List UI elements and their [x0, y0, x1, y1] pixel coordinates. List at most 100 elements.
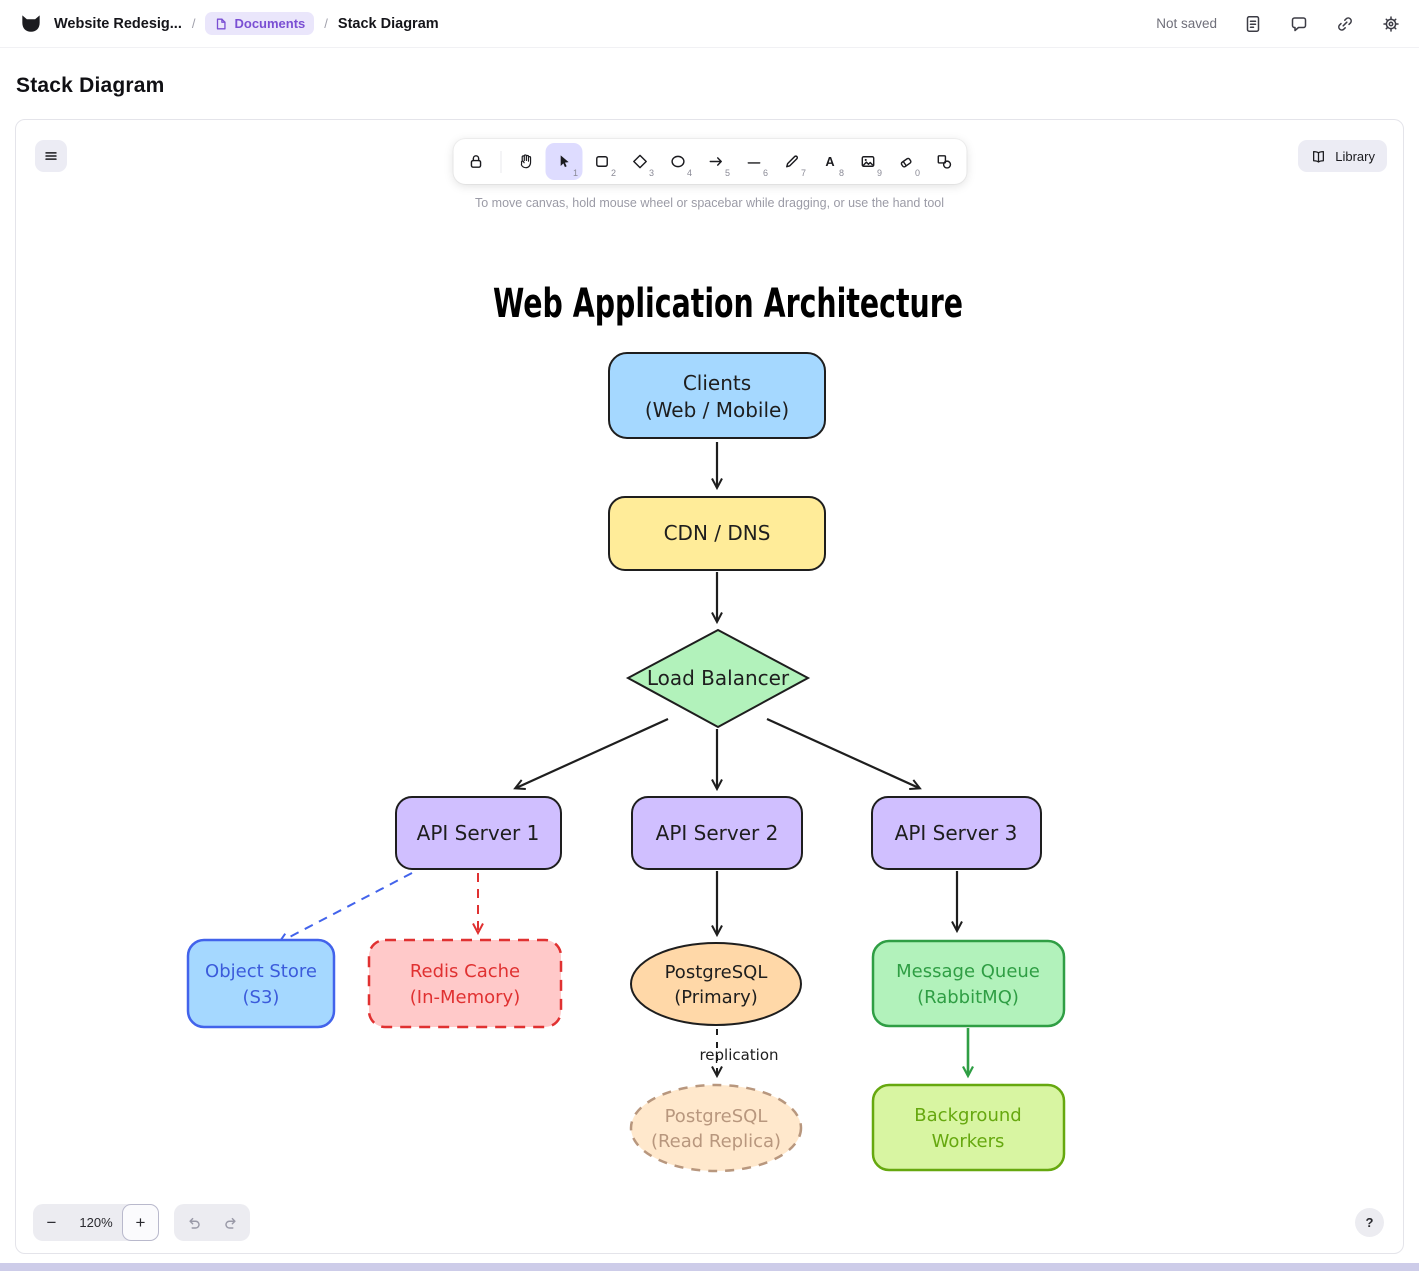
- node-api-server-3[interactable]: API Server 3: [871, 796, 1042, 870]
- menu-button[interactable]: [35, 140, 67, 172]
- postgres-replica-ellipse[interactable]: [629, 1083, 803, 1173]
- svg-text:A: A: [825, 154, 834, 169]
- comments-icon[interactable]: [1289, 14, 1309, 34]
- api2-label: API Server 2: [656, 821, 779, 845]
- tool-rectangle[interactable]: 2: [583, 143, 620, 180]
- tool-shortcut: 1: [572, 168, 578, 178]
- node-object-store[interactable]: Object Store (S3): [186, 938, 336, 1029]
- diamond-icon: [632, 154, 647, 169]
- api1-box[interactable]: [395, 796, 562, 870]
- library-button[interactable]: Library: [1298, 140, 1387, 172]
- clients-label-1: Clients: [683, 371, 751, 395]
- tool-hand[interactable]: [507, 143, 544, 180]
- object-store-label-1: Object Store: [205, 961, 317, 982]
- postgres-primary-ellipse[interactable]: [630, 942, 802, 1026]
- library-book-icon: [1313, 150, 1325, 163]
- node-api-server-2[interactable]: API Server 2: [631, 796, 803, 870]
- node-redis-cache[interactable]: Redis Cache (In-Memory): [367, 938, 563, 1029]
- cdn-label: CDN / DNS: [664, 521, 771, 545]
- node-api-server-1[interactable]: API Server 1: [395, 796, 562, 870]
- diagram-title[interactable]: Web Application Architecture: [493, 281, 963, 327]
- hamburger-icon: [45, 152, 57, 160]
- node-clients[interactable]: Clients (Web / Mobile): [608, 352, 826, 439]
- whiteboard-canvas[interactable]: Web Application Architecture replication…: [15, 119, 1404, 1254]
- text-icon: A: [825, 154, 834, 169]
- object-store-label-2: (S3): [243, 987, 280, 1008]
- redis-label-2: (In-Memory): [410, 987, 520, 1008]
- api2-box[interactable]: [631, 796, 803, 870]
- tool-text[interactable]: A 8: [811, 143, 848, 180]
- zoom-level[interactable]: 120%: [79, 1215, 113, 1230]
- node-message-queue[interactable]: Message Queue (RabbitMQ): [871, 939, 1066, 1028]
- api3-box[interactable]: [871, 796, 1042, 870]
- breadcrumb-project[interactable]: Website Redesig...: [54, 15, 182, 32]
- zoom-out-button[interactable]: −: [33, 1204, 70, 1241]
- cdn-box[interactable]: [608, 496, 826, 571]
- document-panel-icon[interactable]: [1243, 14, 1263, 34]
- settings-gear-icon[interactable]: [1381, 14, 1401, 34]
- tool-image[interactable]: 9: [849, 143, 886, 180]
- node-postgres-replica[interactable]: PostgreSQL (Read Replica): [629, 1083, 803, 1173]
- tool-selection[interactable]: 1: [545, 143, 582, 180]
- diagram-svg[interactable]: Web Application Architecture replication…: [16, 120, 1403, 1253]
- clients-label-2: (Web / Mobile): [645, 398, 789, 422]
- header-actions: Not saved: [1156, 14, 1401, 34]
- more-tools-icon: [937, 155, 951, 169]
- undo-button[interactable]: [174, 1204, 212, 1241]
- arrow-icon: [709, 157, 722, 166]
- redo-button[interactable]: [212, 1204, 250, 1241]
- breadcrumb-documents-badge[interactable]: Documents: [205, 12, 315, 35]
- node-postgres-primary[interactable]: PostgreSQL (Primary): [630, 942, 802, 1026]
- redo-icon: [224, 1217, 236, 1229]
- save-status: Not saved: [1156, 16, 1217, 31]
- tool-toolbar: 1 2 3 4 5 6 7: [453, 139, 966, 184]
- app-logo-icon[interactable]: [18, 11, 44, 37]
- edge-api1-objectstore[interactable]: [277, 872, 413, 944]
- workers-label-2: Workers: [932, 1131, 1005, 1152]
- tool-draw[interactable]: 7: [773, 143, 810, 180]
- tool-arrow[interactable]: 5: [697, 143, 734, 180]
- redis-label-1: Redis Cache: [410, 961, 520, 982]
- ellipse-icon: [670, 155, 685, 168]
- node-cdn[interactable]: CDN / DNS: [608, 496, 826, 571]
- tool-lock[interactable]: [457, 143, 494, 180]
- toolbar-divider: [500, 150, 501, 173]
- eraser-icon: [900, 157, 912, 168]
- tool-more-tools[interactable]: [925, 143, 962, 180]
- load-balancer-diamond[interactable]: [625, 628, 811, 729]
- tool-line[interactable]: 6: [735, 143, 772, 180]
- edge-loadbalancer-api3[interactable]: [766, 717, 922, 791]
- node-background-workers[interactable]: Background Workers: [871, 1083, 1066, 1172]
- tool-shortcut: 9: [876, 168, 882, 178]
- api1-label: API Server 1: [417, 821, 540, 845]
- node-load-balancer[interactable]: Load Balancer: [625, 628, 811, 729]
- postgres-primary-label-2: (Primary): [674, 987, 758, 1008]
- clients-box[interactable]: [608, 352, 826, 439]
- tool-shortcut: 5: [724, 168, 730, 178]
- help-button[interactable]: ?: [1355, 1208, 1384, 1237]
- share-link-icon[interactable]: [1335, 14, 1355, 34]
- library-label: Library: [1335, 148, 1375, 164]
- postgres-replica-label-1: PostgreSQL: [665, 1106, 768, 1127]
- tool-diamond[interactable]: 3: [621, 143, 658, 180]
- postgres-replica-label-2: (Read Replica): [651, 1131, 781, 1152]
- edge-loadbalancer-api1[interactable]: [513, 717, 669, 791]
- lock-icon: [470, 155, 481, 168]
- tool-shortcut: 6: [762, 168, 768, 178]
- workers-box[interactable]: [871, 1083, 1066, 1172]
- document-icon: [217, 18, 227, 29]
- object-store-box[interactable]: [186, 938, 336, 1029]
- tool-ellipse[interactable]: 4: [659, 143, 696, 180]
- edge-label-replication[interactable]: replication: [699, 1046, 778, 1064]
- breadcrumb-separator: /: [191, 16, 196, 31]
- load-balancer-label: Load Balancer: [647, 666, 790, 690]
- image-icon: [861, 156, 874, 167]
- selection-cursor-icon: [560, 155, 569, 168]
- tool-eraser[interactable]: 0: [887, 143, 924, 180]
- redis-box[interactable]: [367, 938, 563, 1029]
- hand-icon: [520, 154, 531, 169]
- tool-shortcut: 8: [838, 168, 844, 178]
- message-queue-box[interactable]: [871, 939, 1066, 1028]
- zoom-in-button[interactable]: +: [122, 1204, 159, 1241]
